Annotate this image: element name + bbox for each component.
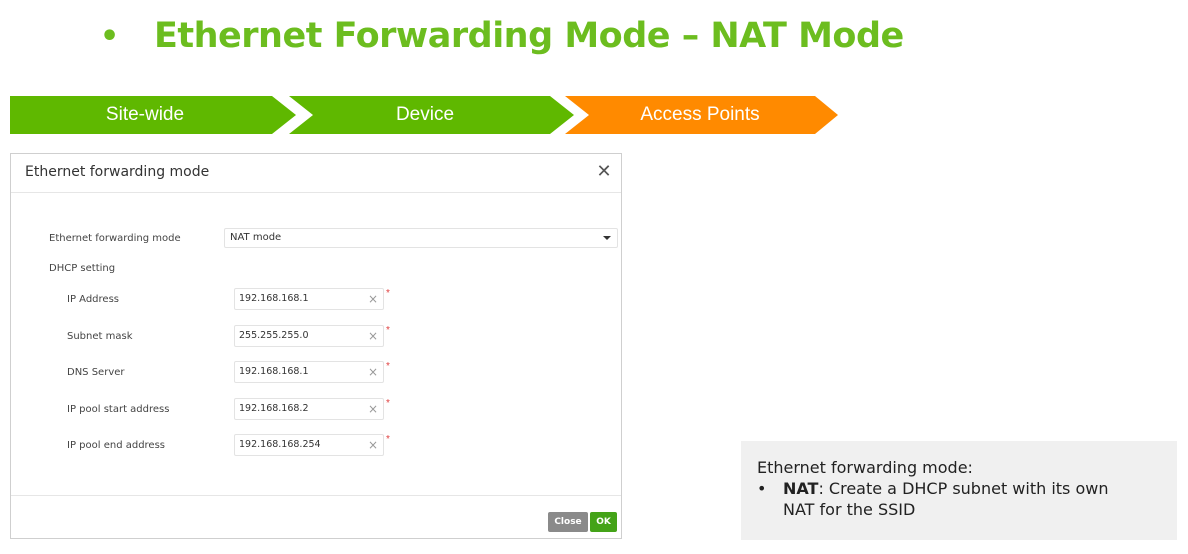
required-mark: * — [386, 361, 390, 372]
step-arrow-device — [289, 96, 574, 134]
subnet-mask-label: Subnet mask — [67, 331, 133, 342]
note-bullet-text: NAT: Create a DHCP subnet with its own — [783, 478, 1109, 499]
dns-server-value: 192.168.168.1 — [239, 366, 309, 377]
note-heading: Ethernet forwarding mode: — [757, 458, 973, 477]
note-bullet-item: • NAT: Create a DHCP subnet with its own — [757, 478, 1161, 499]
required-mark: * — [386, 325, 390, 336]
ok-button[interactable]: OK — [590, 512, 617, 532]
step-arrow-access-points — [565, 96, 838, 134]
note-continuation: NAT for the SSID — [757, 499, 1161, 520]
pool-start-field[interactable]: 192.168.168.2 × — [234, 398, 384, 420]
caret-down-icon — [603, 236, 611, 240]
ip-address-label: IP Address — [67, 294, 119, 305]
step-site-wide: Site-wide — [105, 104, 185, 125]
required-mark: * — [386, 434, 390, 445]
clear-icon[interactable]: × — [367, 329, 378, 343]
required-mark: * — [386, 288, 390, 299]
dialog-title: Ethernet forwarding mode — [25, 164, 210, 180]
dialog-header: Ethernet forwarding mode ✕ — [11, 154, 621, 193]
step-device: Device — [395, 104, 455, 125]
mode-label: Ethernet forwarding mode — [49, 233, 181, 244]
dns-server-label: DNS Server — [67, 367, 125, 378]
note-bullet: • — [757, 479, 767, 498]
dns-server-field[interactable]: 192.168.168.1 × — [234, 361, 384, 383]
close-icon[interactable]: ✕ — [596, 161, 612, 181]
required-mark: * — [386, 398, 390, 409]
dhcp-setting-label: DHCP setting — [49, 263, 116, 274]
clear-icon[interactable]: × — [367, 438, 378, 452]
slide-title: • Ethernet Forwarding Mode – NAT Mode — [100, 10, 904, 62]
pool-start-label: IP pool start address — [67, 404, 170, 415]
ip-address-field[interactable]: 192.168.168.1 × — [234, 288, 384, 310]
explanation-note: Ethernet forwarding mode: • NAT: Create … — [741, 441, 1177, 540]
forwarding-mode-select[interactable]: NAT mode — [224, 228, 618, 248]
dialog-footer: Close OK — [11, 495, 621, 538]
pool-start-value: 192.168.168.2 — [239, 403, 309, 414]
subnet-mask-value: 255.255.255.0 — [239, 330, 309, 341]
title-text: Ethernet Forwarding Mode – NAT Mode — [154, 16, 904, 56]
pool-end-value: 192.168.168.254 — [239, 439, 321, 450]
title-bullet: • — [100, 18, 119, 54]
subnet-mask-field[interactable]: 255.255.255.0 × — [234, 325, 384, 347]
clear-icon[interactable]: × — [367, 292, 378, 306]
step-arrows — [10, 96, 838, 134]
pool-end-label: IP pool end address — [67, 440, 166, 451]
note-text-line2: NAT for the SSID — [783, 500, 916, 519]
step-progress: Site-wide Device Access Points — [10, 96, 840, 134]
step-access-points: Access Points — [640, 104, 760, 125]
forwarding-mode-value: NAT mode — [230, 232, 282, 243]
clear-icon[interactable]: × — [367, 402, 378, 416]
ip-address-value: 192.168.168.1 — [239, 293, 309, 304]
note-term: NAT — [783, 479, 819, 498]
note-text-line1: : Create a DHCP subnet with its own — [818, 479, 1109, 498]
clear-icon[interactable]: × — [367, 365, 378, 379]
ethernet-forwarding-dialog: Ethernet forwarding mode ✕ Ethernet forw… — [10, 153, 622, 539]
pool-end-field[interactable]: 192.168.168.254 × — [234, 434, 384, 456]
step-arrow-site-wide — [10, 96, 296, 134]
close-button[interactable]: Close — [548, 512, 588, 532]
